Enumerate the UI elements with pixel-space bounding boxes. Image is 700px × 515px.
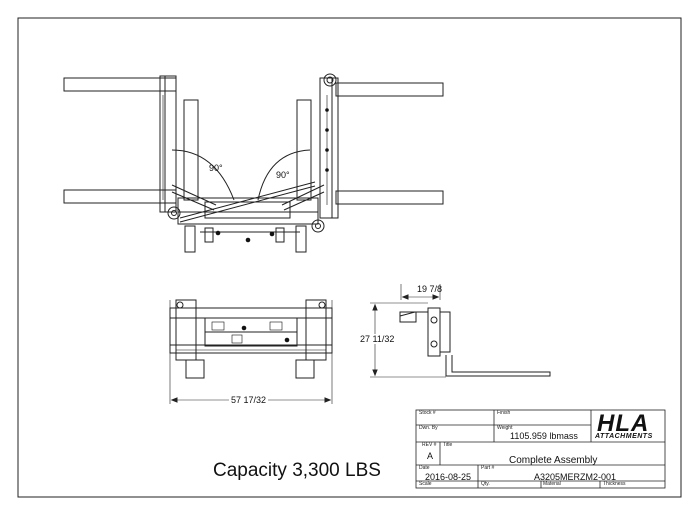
front-view-details	[176, 321, 326, 351]
top-view-details	[162, 95, 329, 243]
capacity-note: Capacity 3,300 LBS	[213, 460, 381, 481]
date-label: Date	[419, 465, 430, 471]
material-label: Material	[543, 481, 561, 487]
drawn-by-label: Dwn. By	[419, 425, 438, 431]
logo-main-text: HLA	[597, 410, 650, 437]
angle-label-right: 90°	[276, 170, 290, 180]
logo-sub-text: ATTACHMENTS	[595, 433, 653, 440]
sheet-border	[17, 17, 682, 498]
title-value: Complete Assembly	[509, 455, 598, 466]
front-view	[169, 299, 333, 404]
side-view	[370, 284, 551, 378]
angle-label-left: 90°	[209, 163, 223, 173]
date-value: 2016-08-25	[425, 472, 472, 482]
part-label: Part #	[481, 465, 495, 471]
scale-label: Scale	[419, 481, 432, 487]
thickness-label: Thickness	[603, 481, 626, 487]
dimension-side-height: 27 11/32	[360, 334, 395, 344]
stock-label: Stock #	[419, 410, 436, 416]
qty-label: Qty.	[481, 481, 490, 487]
weight-value: 1105.959 lbmass	[510, 431, 578, 441]
hla-logo: HLA ATTACHMENTS	[591, 410, 665, 442]
dimension-top-width: 19 7/8	[417, 284, 443, 294]
finish-label: Finish	[497, 410, 511, 416]
title-block	[415, 409, 666, 489]
part-value: A3205MERZM2-001	[534, 472, 617, 482]
weight-label: Weight	[497, 425, 513, 431]
title-label: Title	[443, 442, 453, 448]
dimension-overall-width: 57 17/32	[229, 395, 269, 405]
top-view	[63, 73, 444, 253]
rev-value: A	[427, 451, 434, 461]
rev-label: REV #	[422, 442, 437, 448]
